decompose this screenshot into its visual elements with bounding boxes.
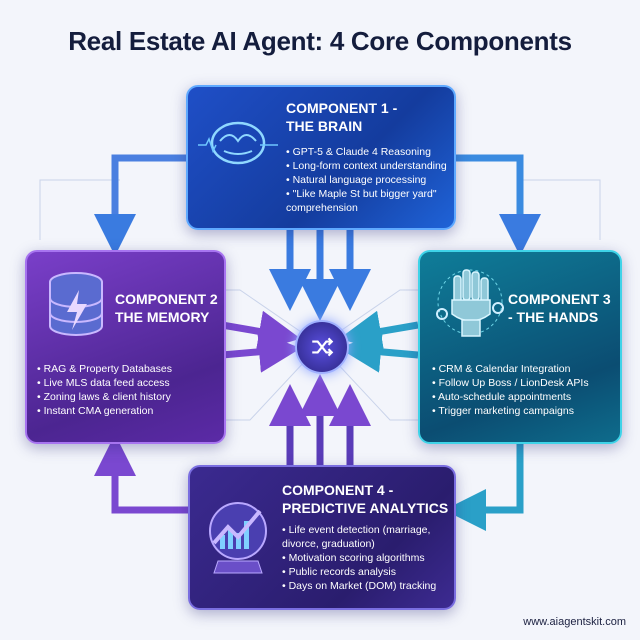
memory-title-line2: THE MEMORY (115, 309, 210, 325)
list-item: Public records analysis (282, 565, 452, 579)
arrow-memory-in-1 (221, 310, 301, 353)
arrow-memory-in-2 (221, 330, 301, 373)
central-hub (295, 320, 349, 374)
list-item: Auto-schedule appointments (432, 390, 589, 404)
list-item: Motivation scoring algorithms (282, 551, 452, 565)
component-brain-card: COMPONENT 1 - THE BRAIN GPT-5 & Claude 4 … (186, 85, 456, 230)
list-item: GPT-5 & Claude 4 Reasoning (286, 145, 447, 159)
arrow-analytics-to-memory (94, 434, 188, 514)
component-memory-card: COMPONENT 2 THE MEMORY RAG & Property Dat… (25, 250, 226, 444)
list-item: CRM & Calendar Integration (432, 362, 589, 376)
arrow-brain-to-memory (94, 154, 186, 256)
arrow-brain-to-hands (452, 154, 541, 256)
hands-title-line1: COMPONENT 3 (508, 291, 611, 307)
arrow-hands-to-analytics (444, 440, 524, 531)
list-item: Instant CMA generation (37, 404, 172, 418)
brain-title-line1: COMPONENT 1 - (286, 100, 398, 116)
shuffle-icon (312, 337, 334, 357)
arrow-hands-in-2 (339, 330, 419, 373)
memory-title-line1: COMPONENT 2 (115, 291, 218, 307)
list-item: RAG & Property Databases (37, 362, 172, 376)
database-icon (49, 272, 103, 336)
hands-title-line2: - THE HANDS (508, 309, 599, 325)
brain-icon (198, 121, 278, 165)
page-title: Real Estate AI Agent: 4 Core Components (68, 26, 572, 56)
arrow-hands-in-1 (339, 310, 419, 353)
brain-title-line2: THE BRAIN (286, 118, 363, 134)
list-item: Trigger marketing campaigns (432, 404, 589, 418)
component-hands-card: COMPONENT 3 - THE HANDS CRM & Calendar In… (418, 250, 622, 444)
analytics-title-line1: COMPONENT 4 - (282, 482, 394, 498)
list-item: Live MLS data feed access (37, 376, 172, 390)
list-item: Life event detection (marriage, divorce,… (282, 523, 452, 551)
list-item: Days on Market (DOM) tracking (282, 579, 452, 593)
analytics-title-line2: PREDICTIVE ANALYTICS (282, 500, 449, 516)
list-item: Follow Up Boss / LionDesk APIs (432, 376, 589, 390)
list-item: Long-form context understanding (286, 159, 447, 173)
list-item: Zoning laws & client history (37, 390, 172, 404)
website-url: www.aiagentskit.com (523, 616, 626, 628)
component-analytics-card: COMPONENT 4 - PREDICTIVE ANALYTICS Life e… (188, 465, 456, 610)
list-item: "Like Maple St but bigger yard" comprehe… (286, 187, 446, 215)
list-item: Natural language processing (286, 173, 447, 187)
robot-hand-icon (436, 269, 504, 337)
crystal-ball-chart-icon (209, 502, 267, 574)
